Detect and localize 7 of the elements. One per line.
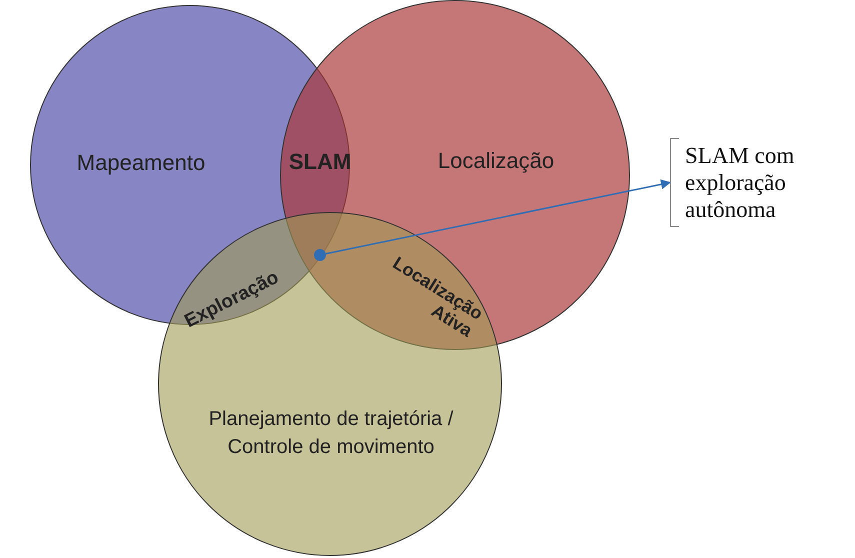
set-label: Mapeamento [76, 150, 206, 176]
bracket-note: SLAM com exploração autônoma [670, 138, 840, 227]
set-label: Localização [438, 148, 554, 174]
set-label: Planejamento de trajetória / Controle de movimento [208, 407, 454, 460]
leader-arrow [326, 179, 671, 255]
marker-dot [314, 249, 326, 261]
overlap-label: SLAM [288, 149, 352, 175]
